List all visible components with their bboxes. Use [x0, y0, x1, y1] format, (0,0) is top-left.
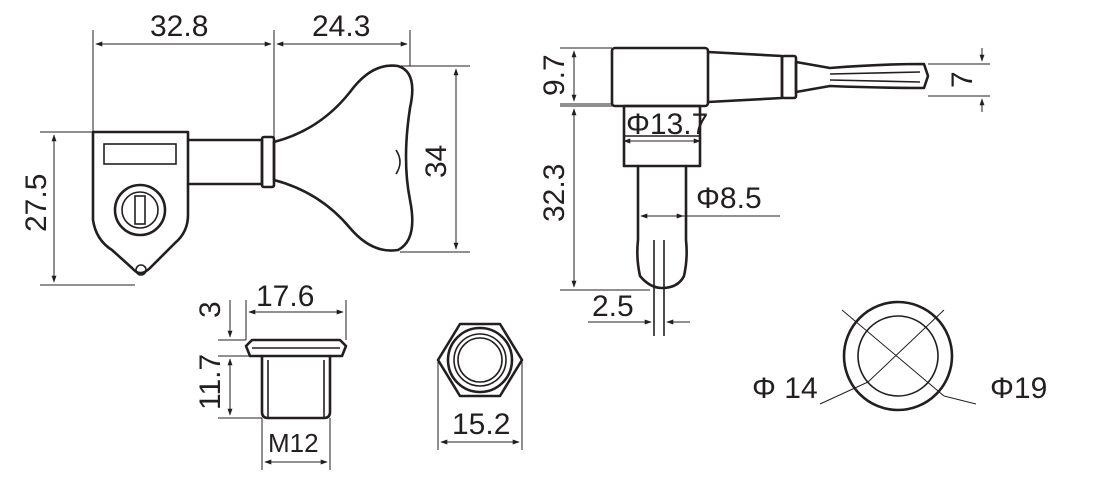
dim-key-width: 24.3: [312, 10, 370, 43]
nut-inner-ring: [453, 333, 507, 387]
dim-flange-width: 17.6: [256, 280, 314, 313]
label-plate: [103, 143, 177, 165]
dim-post-length: 32.3: [538, 164, 571, 222]
mount-hole: [135, 264, 147, 276]
nut-outer-ring: [446, 326, 514, 394]
dim-slot-width: 2.5: [592, 290, 634, 323]
dim-thread: M12: [268, 428, 319, 458]
dim-key-height: 34: [420, 145, 453, 178]
washer: Φ 14 Φ19: [752, 300, 1047, 412]
dim-flange-thickness: 3: [194, 301, 227, 318]
dim-washer-inner: Φ 14: [752, 372, 818, 405]
gear-head: [610, 46, 710, 108]
washer-inner: [857, 315, 939, 397]
washer-outer: [842, 300, 954, 412]
key-shaft: [794, 60, 930, 94]
dim-bushing-height: 11.7: [194, 354, 227, 410]
hex-nut: 15.2: [436, 322, 524, 450]
dim-head-diameter: Φ13.7: [626, 108, 708, 141]
dim-washer-outer: Φ19: [990, 372, 1047, 405]
dim-nut-width: 15.2: [452, 408, 510, 441]
string-slot: [134, 195, 146, 225]
string-post: [636, 164, 688, 290]
nut-bore: [457, 337, 503, 383]
gear-housing: [91, 130, 190, 275]
dim-body-width: 32.8: [150, 10, 208, 43]
housing-neck: [186, 138, 264, 186]
post-outer: [113, 183, 167, 237]
end-view: 9.7 7 Φ13.7 32.3 Φ8.5 2.5: [538, 46, 990, 336]
post-inner: [121, 191, 159, 229]
tuning-key: [272, 64, 414, 252]
head-taper: [706, 50, 784, 104]
dim-post-diameter: Φ8.5: [696, 182, 762, 215]
dim-post-tip: 7: [946, 71, 979, 88]
bushing-body: [260, 354, 332, 420]
dim-head-height: 9.7: [538, 54, 571, 96]
dim-body-height: 27.5: [20, 174, 53, 232]
shaft-collar: [260, 135, 276, 189]
side-view: 32.8 24.3 34 27.5: [20, 10, 470, 286]
head-collar: [780, 54, 798, 100]
bushing: 3 11.7 17.6 M12: [194, 280, 348, 470]
key-inner-line: [395, 149, 401, 175]
